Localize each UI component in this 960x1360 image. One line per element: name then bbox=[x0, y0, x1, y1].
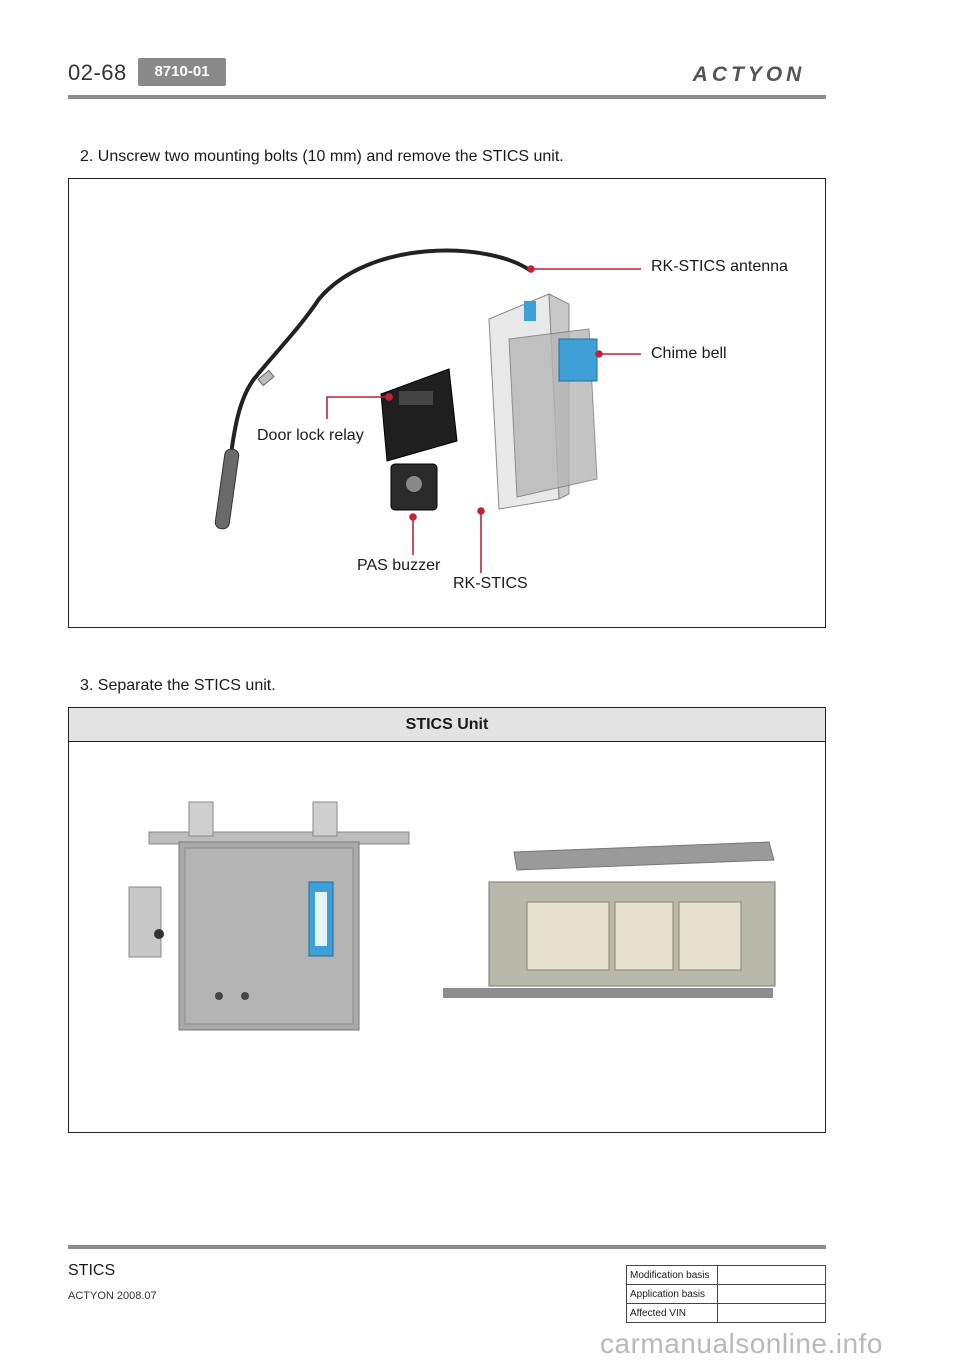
row-value bbox=[717, 1265, 826, 1285]
brand-logo: ACTYON bbox=[692, 63, 806, 86]
antenna-connector bbox=[524, 301, 536, 321]
relay-label-plate bbox=[399, 391, 433, 405]
antenna-cable bbox=[227, 248, 533, 470]
figure-title: STICS Unit bbox=[69, 708, 825, 742]
row-label: Affected VIN bbox=[626, 1303, 718, 1323]
stics-unit-connector-view bbox=[443, 841, 776, 998]
callout-dot-pas bbox=[409, 513, 417, 521]
section-code-badge: 8710-01 bbox=[138, 58, 226, 86]
figure-stics-unit: STICS Unit bbox=[68, 707, 826, 1133]
door-lock-relay bbox=[380, 368, 458, 462]
modification-table: Modification basis Application basis Aff… bbox=[626, 1265, 826, 1323]
footer-title: STICS bbox=[68, 1262, 116, 1279]
brand-logo-text: ACTYON bbox=[692, 63, 806, 86]
page-number: 02-68 bbox=[68, 60, 127, 85]
stics-unit-illustration bbox=[128, 801, 776, 1031]
cable-clip bbox=[257, 369, 275, 387]
callout-line-door-lock bbox=[326, 396, 389, 419]
table-row: Application basis bbox=[626, 1284, 826, 1304]
watermark: carmanualsonline.info bbox=[600, 1328, 883, 1359]
row-value bbox=[717, 1284, 826, 1304]
antenna-tip bbox=[214, 448, 240, 530]
callout-dot-chime bbox=[595, 350, 603, 358]
label-rk-stics-antenna: RK-STICS antenna bbox=[651, 258, 788, 275]
figure-stics-assembly: RK-STICS antenna Chime bell Door lock re… bbox=[68, 178, 826, 628]
callout-dot-antenna bbox=[527, 265, 535, 273]
row-value bbox=[717, 1303, 826, 1323]
header-rule bbox=[68, 95, 826, 99]
chime-bell bbox=[558, 338, 598, 382]
callout-dot-rk bbox=[477, 507, 485, 515]
callout-dot-door-lock bbox=[385, 393, 393, 401]
step-3-text: 3. Separate the STICS unit. bbox=[80, 677, 276, 694]
table-row: Affected VIN bbox=[626, 1303, 826, 1323]
footer-rule bbox=[68, 1245, 826, 1249]
pas-buzzer-grille bbox=[406, 476, 422, 492]
label-rk-stics: RK-STICS bbox=[453, 575, 528, 592]
row-label: Application basis bbox=[626, 1284, 718, 1304]
stics-assembly-illustration bbox=[214, 248, 641, 573]
table-row: Modification basis bbox=[626, 1265, 826, 1285]
label-door-lock-relay: Door lock relay bbox=[257, 427, 364, 444]
stics-unit-front-view bbox=[128, 801, 410, 1031]
row-label: Modification basis bbox=[626, 1265, 718, 1285]
label-pas-buzzer: PAS buzzer bbox=[357, 557, 441, 574]
step-2-text: 2. Unscrew two mounting bolts (10 mm) an… bbox=[80, 148, 564, 165]
footer-subtitle: ACTYON 2008.07 bbox=[68, 1290, 157, 1302]
label-chime-bell: Chime bell bbox=[651, 345, 727, 362]
